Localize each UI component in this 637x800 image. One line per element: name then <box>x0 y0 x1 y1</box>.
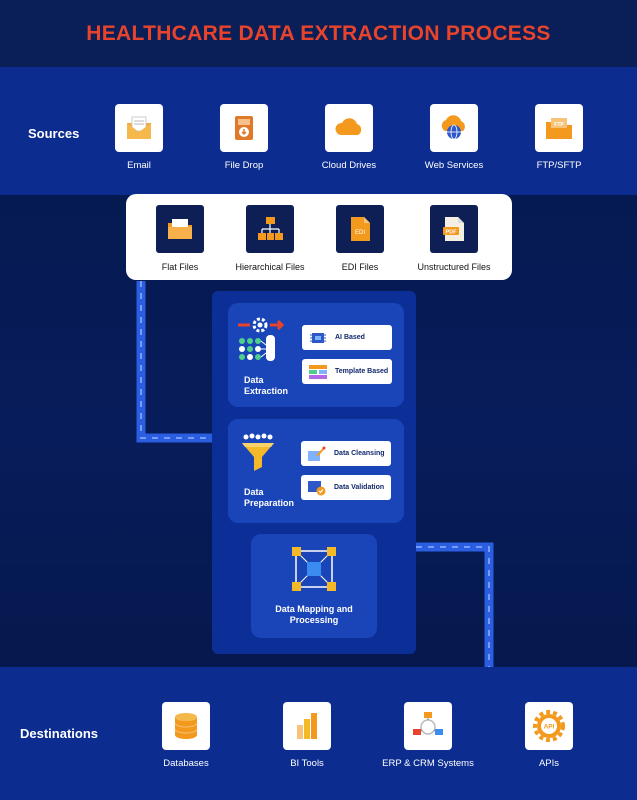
ai-based-option[interactable]: AI Based <box>302 325 392 350</box>
api-gear-icon: API <box>533 710 565 742</box>
file-tile-edi[interactable]: EDI <box>336 205 384 253</box>
hierarchy-icon <box>258 217 283 240</box>
dest-tile-erp-crm[interactable] <box>404 702 452 750</box>
pdf-file-icon: PDF <box>443 217 464 241</box>
template-icon <box>307 363 329 381</box>
data-preparation-title: Data Preparation <box>244 487 295 508</box>
template-based-option[interactable]: Template Based <box>302 359 392 384</box>
source-tile-file-drop[interactable] <box>220 104 268 152</box>
data-mapping-title: Data Mapping and Processing <box>275 604 353 625</box>
file-types-card: Flat Files Hierarchical Files EDI EDI Fi… <box>126 194 512 280</box>
dest-label-erp-crm: ERP & CRM Systems <box>382 758 474 769</box>
page-title: HEALTHCARE DATA EXTRACTION PROCESS <box>86 22 551 45</box>
title-band: HEALTHCARE DATA EXTRACTION PROCESS <box>0 0 637 67</box>
source-label-email: Email <box>127 160 151 171</box>
connector-right <box>416 542 494 667</box>
data-extraction-title: Data Extraction <box>244 375 289 396</box>
data-validation-option[interactable]: Data Validation <box>301 475 391 500</box>
cloud-icon <box>335 118 362 135</box>
globe-icon <box>441 115 465 140</box>
data-mapping-card: Data Mapping and Processing <box>251 534 377 638</box>
source-label-cloud-drives: Cloud Drives <box>321 160 377 171</box>
file-label-hierarchical: Hierarchical Files <box>235 262 305 272</box>
ftp-folder-icon: FTP <box>546 118 572 139</box>
source-label-file-drop: File Drop <box>224 160 264 171</box>
validation-icon <box>306 479 328 497</box>
source-label-web-services: Web Services <box>424 160 484 171</box>
source-tile-cloud-drives[interactable] <box>325 104 373 152</box>
sources-band <box>0 67 637 195</box>
network-icon <box>413 712 443 735</box>
source-label-ftp: FTP/SFTP <box>536 160 582 171</box>
data-preparation-card: Data Preparation Data Cleansing Data Val… <box>228 419 404 523</box>
source-tile-email[interactable] <box>115 104 163 152</box>
edi-file-icon: EDI <box>351 217 370 241</box>
process-panel: Data Extraction AI Based Template Based … <box>212 291 416 654</box>
dest-label-databases: Databases <box>163 758 209 769</box>
dest-label-bi-tools: BI Tools <box>290 758 324 769</box>
cleansing-icon <box>306 445 328 463</box>
chip-icon <box>307 329 329 347</box>
sources-label: Sources <box>28 126 80 141</box>
flat-file-icon <box>168 219 192 239</box>
pdf-badge: PDF <box>446 230 458 236</box>
file-tile-unstructured[interactable]: PDF <box>430 205 478 253</box>
file-drop-icon <box>235 116 253 140</box>
bar-chart-icon <box>297 713 317 739</box>
connector-right-dash <box>416 546 490 667</box>
dest-tile-databases[interactable] <box>162 702 210 750</box>
dest-tile-apis[interactable]: API <box>525 702 573 750</box>
source-tile-web-services[interactable] <box>430 104 478 152</box>
data-extraction-card: Data Extraction AI Based Template Based <box>228 303 404 407</box>
api-badge: API <box>544 724 555 731</box>
file-tile-hierarchical[interactable] <box>246 205 294 253</box>
envelope-icon <box>127 116 151 139</box>
file-label-edi: EDI Files <box>341 262 379 272</box>
svg-text:FTP: FTP <box>554 122 564 128</box>
dest-label-apis: APIs <box>538 758 560 769</box>
dest-tile-bi-tools[interactable] <box>283 702 331 750</box>
destinations-label: Destinations <box>20 726 99 741</box>
connector-left-dash <box>140 281 212 439</box>
file-label-flat: Flat Files <box>161 262 199 272</box>
connector-left <box>136 281 212 443</box>
file-label-unstructured: Unstructured Files <box>417 262 491 272</box>
mapping-network-icon <box>292 547 336 591</box>
source-tile-ftp[interactable]: FTP <box>535 104 583 152</box>
file-tile-flat[interactable] <box>156 205 204 253</box>
extraction-gear-icon <box>238 317 285 361</box>
funnel-icon <box>242 433 274 471</box>
edi-badge: EDI <box>355 230 365 236</box>
database-icon <box>174 713 198 739</box>
data-cleansing-option[interactable]: Data Cleansing <box>301 441 391 466</box>
